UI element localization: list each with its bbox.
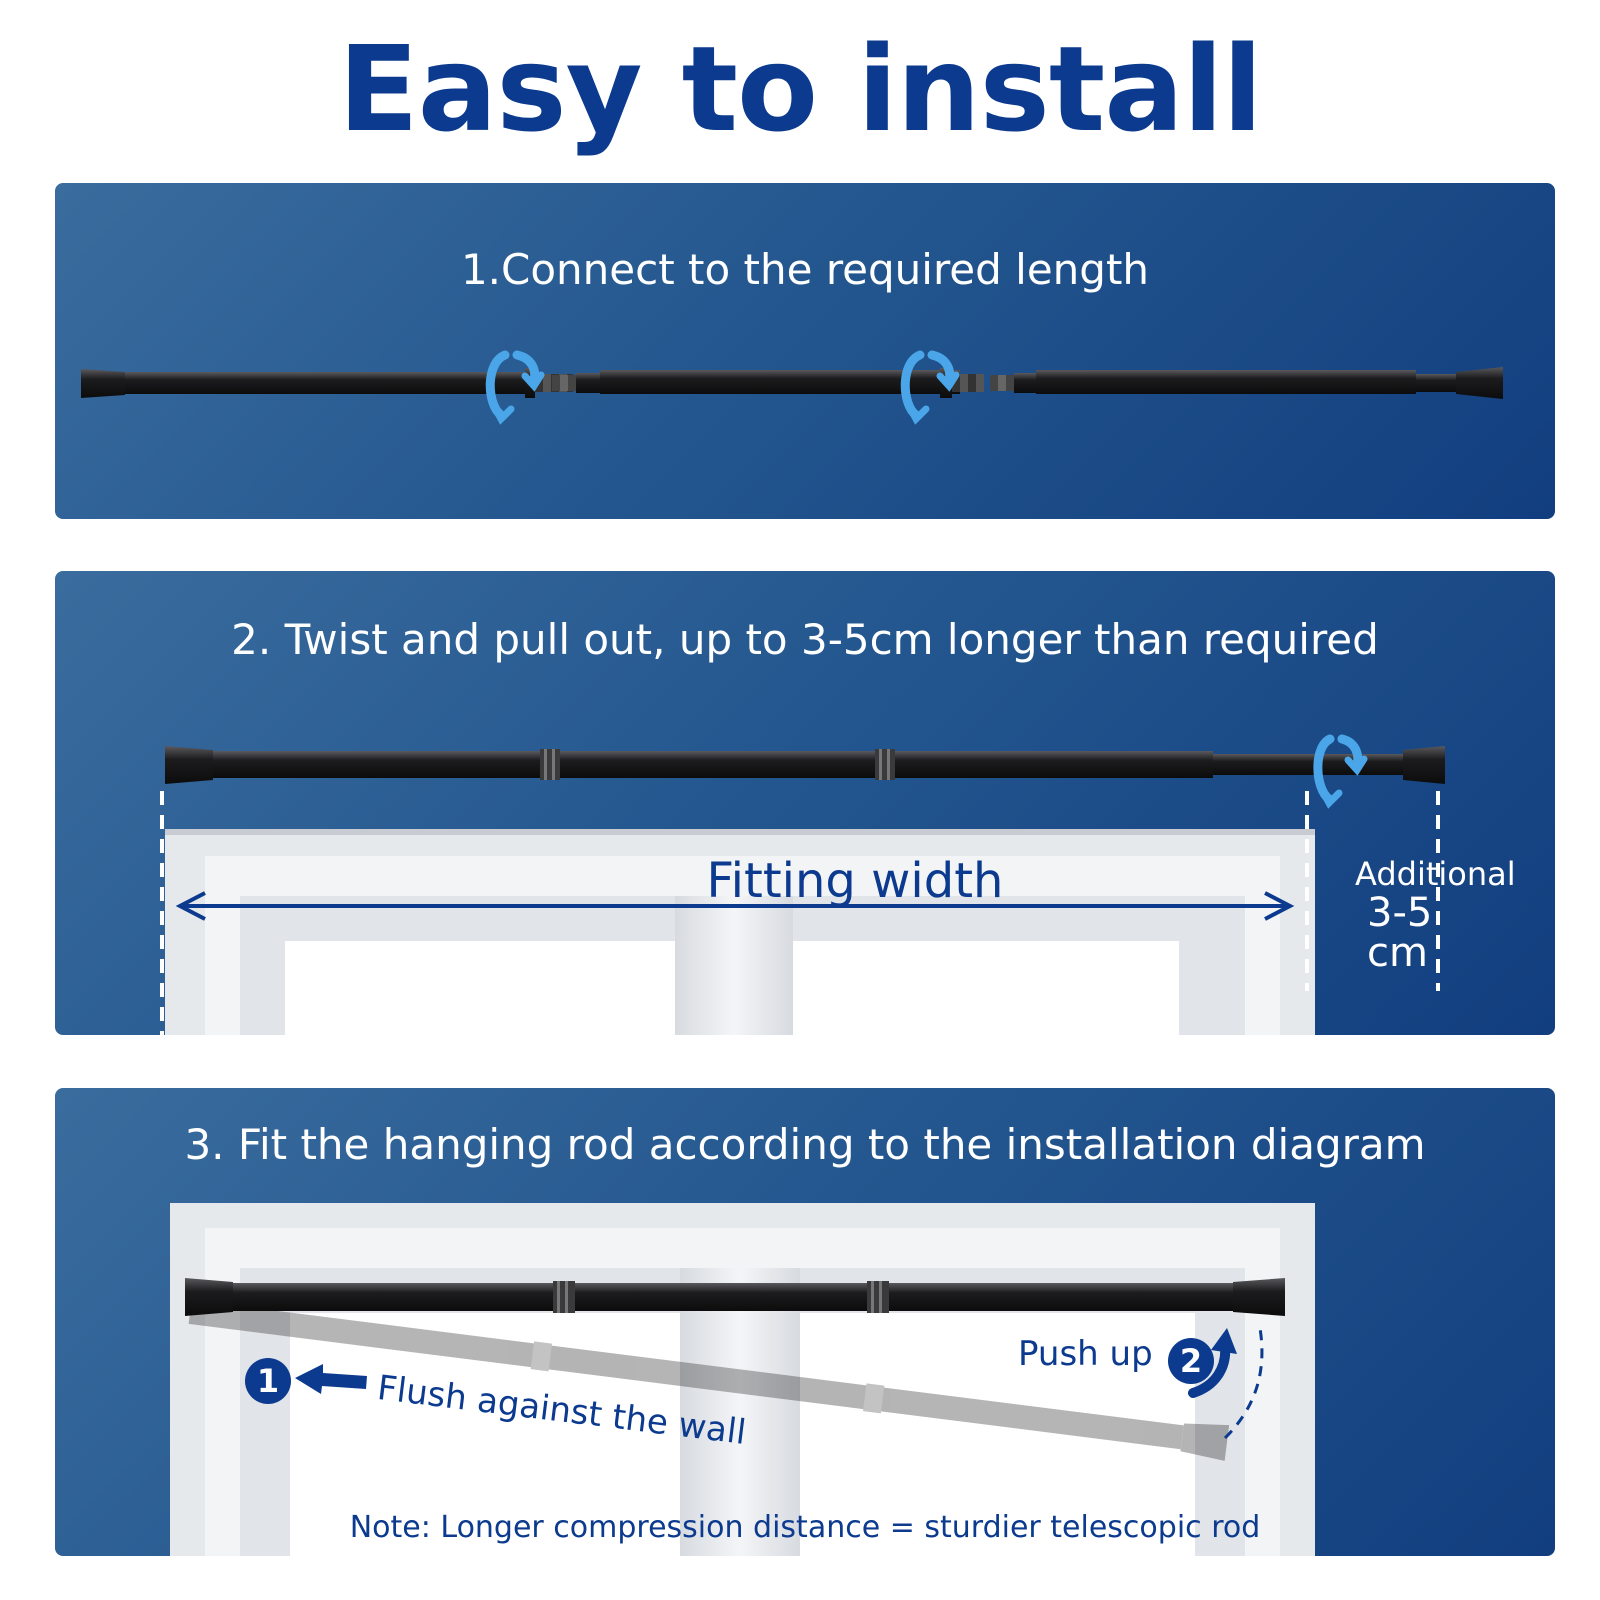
- window-frame: [170, 1203, 1315, 1556]
- rod-ghost: [188, 1300, 1230, 1461]
- fitting-width-label: Fitting width: [706, 853, 1004, 909]
- rod-extended: [165, 746, 1445, 784]
- double-arrow-icon: [175, 891, 1295, 921]
- note-text: Note: Longer compression distance = stur…: [349, 1510, 1261, 1545]
- step-1-illustration: [81, 350, 1503, 425]
- step-2-panel: 2. Twist and pull out, up to 3-5cm longe…: [55, 571, 1555, 1035]
- step-1-title: 1.Connect to the required length: [460, 245, 1150, 294]
- step-1-panel: 1.Connect to the required length: [55, 183, 1555, 519]
- rod-segment-right: [990, 367, 1503, 399]
- step-3-title: 3. Fit the hanging rod according to the …: [184, 1120, 1426, 1169]
- step-3-illustration: [170, 1203, 1315, 1556]
- step-2-title: 2. Twist and pull out, up to 3-5cm longe…: [231, 615, 1379, 664]
- step-badge-1: 1: [245, 1358, 291, 1404]
- twist-arrow-icon: [1313, 734, 1368, 809]
- step-badge-2: 2: [1168, 1338, 1214, 1384]
- additional-label: Additional: [1355, 855, 1516, 893]
- step-2-illustration: [160, 734, 1445, 1035]
- dashed-guides: [160, 791, 1440, 1035]
- rod-segment-middle: [552, 368, 984, 398]
- step-3-panel: 3. Fit the hanging rod according to the …: [55, 1088, 1555, 1556]
- twist-arrow-icon: [485, 350, 545, 425]
- rod-installed: [185, 1278, 1285, 1316]
- push-up-label: Push up: [1018, 1334, 1153, 1374]
- page-title: Easy to install: [338, 20, 1263, 158]
- curved-up-arrow-icon: [1188, 1327, 1264, 1440]
- additional-value: 3-5 cm: [1367, 890, 1433, 976]
- rod-segment-left: [81, 368, 573, 398]
- left-arrow-icon: [295, 1364, 367, 1394]
- twist-arrow-icon: [900, 350, 960, 425]
- window-frame: [165, 829, 1315, 1035]
